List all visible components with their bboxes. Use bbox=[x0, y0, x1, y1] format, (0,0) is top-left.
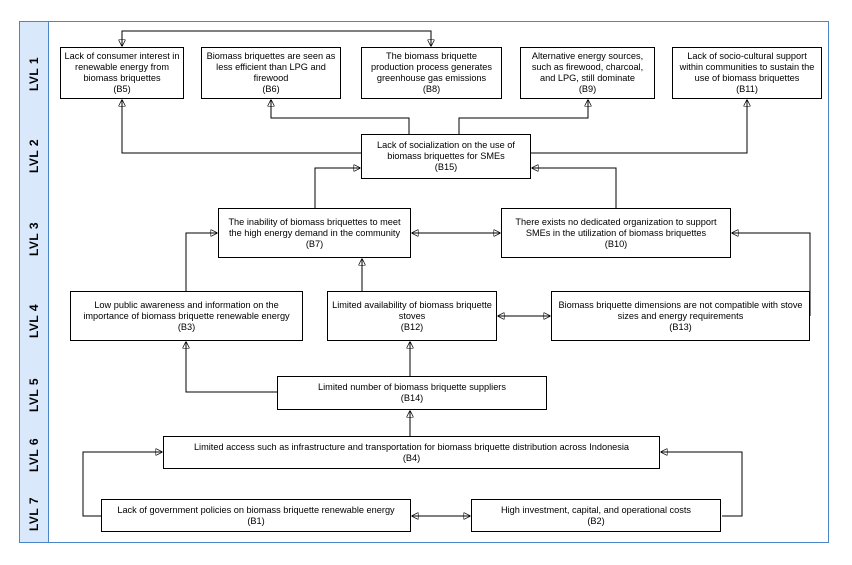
factor-node-b7: The inability of biomass briquettes to m… bbox=[218, 208, 411, 258]
edge-b3-b7 bbox=[185, 233, 217, 291]
node-text: Lack of socio-cultural support within co… bbox=[679, 51, 815, 83]
node-text: High investment, capital, and operationa… bbox=[501, 504, 691, 515]
node-code: (B10) bbox=[604, 238, 628, 249]
node-code: (B8) bbox=[422, 84, 441, 94]
node-code: (B6) bbox=[262, 84, 280, 94]
node-text: Lack of consumer interest in renewable e… bbox=[64, 51, 180, 83]
edge-b2-b4 bbox=[661, 452, 743, 517]
node-text: Lack of government policies on biomass b… bbox=[117, 504, 395, 515]
edge-b7-b15 bbox=[314, 168, 360, 208]
node-code: (B1) bbox=[247, 515, 265, 526]
node-text: There exists no dedicated organization t… bbox=[515, 216, 717, 238]
factor-node-b12: Limited availability of biomass briquett… bbox=[327, 291, 497, 341]
factor-node-b1: Lack of government policies on biomass b… bbox=[101, 499, 411, 532]
node-code: (B3) bbox=[177, 321, 196, 332]
node-text: Lack of socialization on the use of biom… bbox=[377, 140, 515, 161]
factor-node-b4: Limited access such as infrastructure an… bbox=[163, 436, 660, 469]
node-text: Biomass briquettes are seen as less effi… bbox=[206, 51, 336, 83]
factor-node-b9: Alternative energy sources, such as fire… bbox=[520, 47, 655, 99]
factor-node-b5: Lack of consumer interest in renewable e… bbox=[60, 47, 184, 99]
factor-node-b15: Lack of socialization on the use of biom… bbox=[361, 134, 531, 179]
node-text: Low public awareness and information on … bbox=[83, 299, 290, 321]
edge-b10-b15 bbox=[532, 168, 617, 208]
edge-b15-b5 bbox=[122, 100, 361, 154]
factor-node-b13: Biomass briquette dimensions are not com… bbox=[551, 291, 810, 341]
factor-node-b2: High investment, capital, and operationa… bbox=[471, 499, 721, 532]
node-code: (B11) bbox=[736, 84, 758, 94]
node-code: (B7) bbox=[305, 238, 324, 249]
node-code: (B4) bbox=[402, 452, 421, 463]
node-text: Limited access such as infrastructure an… bbox=[193, 441, 630, 452]
factor-node-b11: Lack of socio-cultural support within co… bbox=[672, 47, 822, 99]
level-sidebar bbox=[19, 21, 49, 543]
node-text: Biomass briquette dimensions are not com… bbox=[558, 299, 803, 321]
node-text: Limited number of biomass briquette supp… bbox=[318, 382, 506, 392]
node-text: The biomass briquette production process… bbox=[370, 51, 493, 83]
node-code: (B12) bbox=[400, 321, 424, 332]
node-code: (B9) bbox=[578, 84, 597, 94]
node-text: Limited availability of biomass briquett… bbox=[332, 299, 492, 321]
factor-node-b14: Limited number of biomass briquette supp… bbox=[277, 376, 547, 410]
edge-b15-b11 bbox=[531, 100, 747, 154]
factor-node-b6: Biomass briquettes are seen as less effi… bbox=[201, 47, 341, 99]
edge-b1-b4 bbox=[82, 452, 162, 517]
node-code: (B15) bbox=[434, 162, 458, 172]
node-code: (B5) bbox=[113, 84, 131, 94]
node-code: (B14) bbox=[400, 393, 424, 403]
node-text: Alternative energy sources, such as fire… bbox=[531, 51, 644, 83]
factor-node-b10: There exists no dedicated organization t… bbox=[501, 208, 731, 258]
node-code: (B13) bbox=[669, 321, 692, 332]
edge-b5-b8 bbox=[122, 30, 431, 46]
factor-node-b3: Low public awareness and information on … bbox=[70, 291, 303, 341]
node-code: (B2) bbox=[587, 515, 605, 526]
factor-node-b8: The biomass briquette production process… bbox=[361, 47, 502, 99]
edge-b13-b10 bbox=[732, 233, 811, 316]
edge-b15-b6 bbox=[271, 100, 410, 134]
edge-b14-b3 bbox=[186, 342, 277, 393]
edge-b15-b9 bbox=[458, 100, 588, 134]
node-text: The inability of biomass briquettes to m… bbox=[228, 216, 401, 238]
